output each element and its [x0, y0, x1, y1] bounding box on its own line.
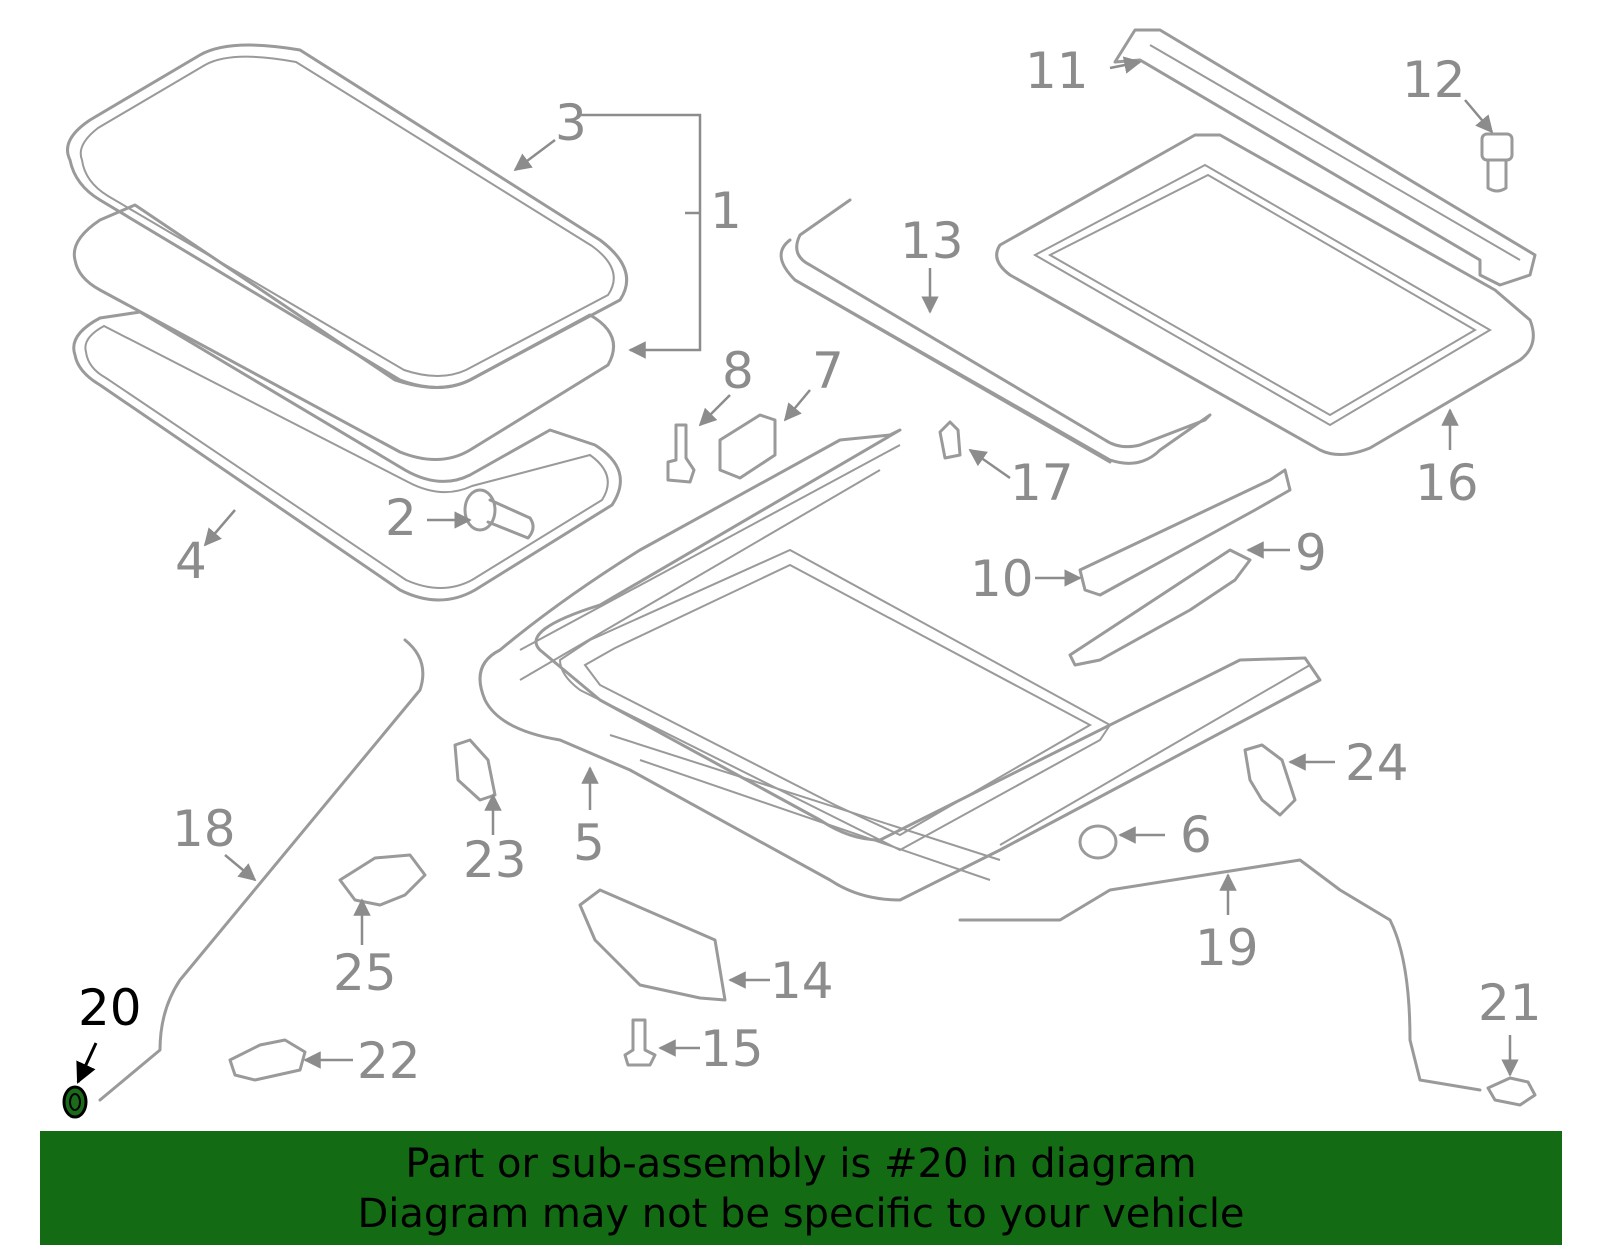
callout-14: 14: [770, 952, 834, 1010]
callout-3: 3: [555, 94, 587, 152]
callout-12: 12: [1402, 51, 1466, 109]
bolt-12-part: [1480, 132, 1514, 193]
callout-1: 1: [710, 182, 742, 240]
callout-25: 25: [333, 944, 397, 1002]
banner-line-2: Diagram may not be specific to your vehi…: [357, 1191, 1245, 1237]
connector-21-part: [1486, 1076, 1537, 1107]
bolt-2-part: [463, 488, 535, 540]
callout-20: 20: [78, 979, 142, 1037]
callout-6: 6: [1180, 806, 1212, 864]
glass-panel-part: [66, 43, 629, 389]
callout-21: 21: [1478, 974, 1542, 1032]
bracket-7-part: [718, 413, 777, 480]
motor-bracket-14-part: [578, 888, 727, 1002]
weatherstrip-part: [72, 310, 622, 602]
callout-2: 2: [385, 489, 417, 547]
rail-10-part: [1078, 468, 1292, 597]
callout-23: 23: [463, 831, 527, 889]
highlighted-part-20: [62, 1085, 88, 1119]
bolt-15-part: [623, 1018, 657, 1067]
sunshade-part: [779, 198, 1212, 465]
clip-17-part: [938, 420, 962, 460]
callout-13: 13: [900, 212, 964, 270]
glass-seal-part: [72, 203, 616, 462]
info-banner: Part or sub-assembly is #20 in diagram D…: [40, 1131, 1562, 1245]
callout-7: 7: [812, 342, 844, 400]
rail-9-part: [1068, 548, 1252, 667]
clip-25-part: [338, 853, 427, 907]
callout-24: 24: [1345, 734, 1409, 792]
grommet-6-part: [1078, 824, 1118, 860]
callout-22: 22: [357, 1032, 421, 1090]
callout-4: 4: [175, 532, 207, 590]
callout-arrows: [76, 56, 1519, 1084]
callout-15: 15: [700, 1020, 764, 1078]
clip-22-part: [228, 1038, 307, 1082]
banner-line-1: Part or sub-assembly is #20 in diagram: [405, 1141, 1197, 1187]
callout-8: 8: [722, 342, 754, 400]
glass-frame-part: [995, 133, 1535, 456]
callout-16: 16: [1415, 454, 1479, 512]
callout-11: 11: [1025, 42, 1089, 100]
drain-hose-18-part: [98, 638, 425, 1102]
drain-hose-19-part: [958, 858, 1482, 1092]
callout-18: 18: [172, 800, 236, 858]
callout-17: 17: [1010, 454, 1074, 512]
wind-deflector-part: [1113, 28, 1537, 287]
clip-24-part: [1243, 743, 1297, 817]
bolt-8-part: [666, 423, 696, 484]
clip-23-part: [453, 738, 497, 802]
sunroof-frame-part: [478, 428, 1322, 902]
callout-9: 9: [1295, 524, 1327, 582]
callout-19: 19: [1195, 919, 1259, 977]
callout-5: 5: [573, 814, 605, 872]
callout-10: 10: [970, 550, 1034, 608]
